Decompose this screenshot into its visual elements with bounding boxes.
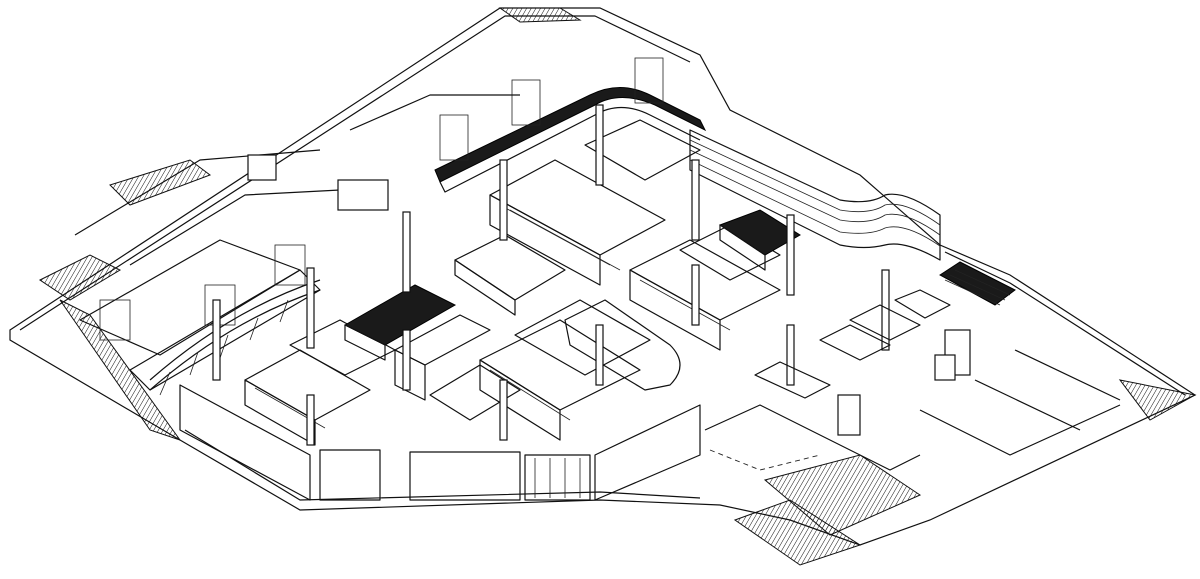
back-wall-coolers (79, 239, 321, 396)
produce-islands (343, 209, 801, 391)
pillars (212, 104, 890, 446)
right-wall-cooler (689, 129, 941, 261)
outer-walls (9, 7, 1197, 546)
storefront (179, 384, 701, 501)
cart-corral (939, 261, 1016, 306)
shelving-rows (244, 119, 781, 446)
entrance-vestibule (704, 349, 1121, 471)
back-rooms (74, 94, 520, 266)
hatched-walls (39, 7, 1197, 566)
checkout-lanes (754, 289, 971, 436)
curved-deli-case (434, 57, 707, 193)
